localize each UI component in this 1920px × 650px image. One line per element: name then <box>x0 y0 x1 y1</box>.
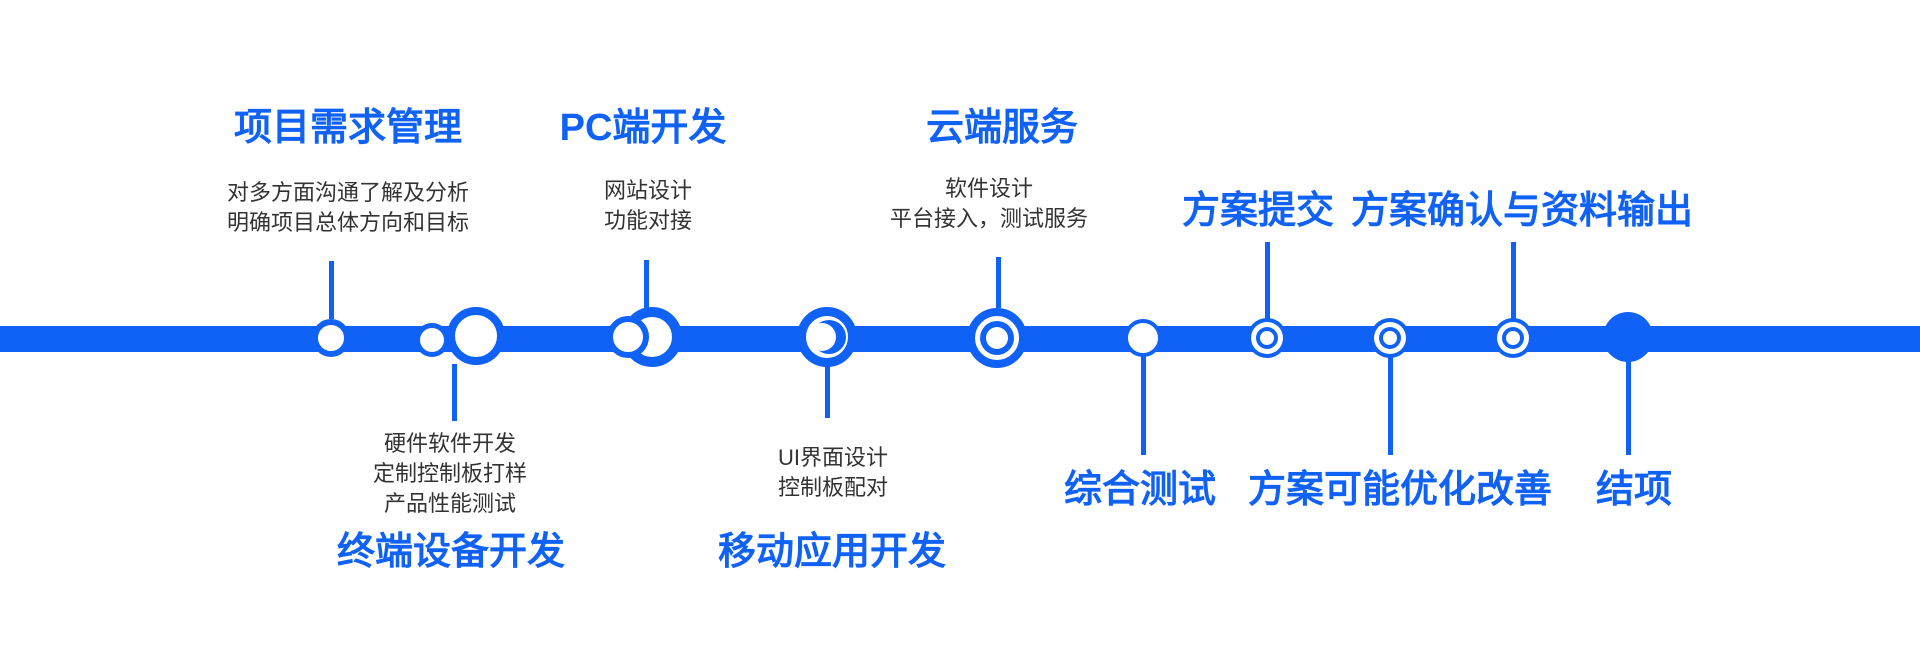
connector-cloud-services <box>996 257 1001 308</box>
subline: 平台接入，测试服务 <box>889 206 1089 231</box>
subline: UI界面设计 <box>777 445 889 470</box>
milestone-title-proposal-confirmation: 方案确认与资料输出 <box>1350 190 1694 232</box>
subline: 控制板配对 <box>777 475 889 500</box>
connector-pc-dev <box>644 260 649 308</box>
connector-terminal-device-dev <box>452 364 457 421</box>
milestone-title-proposal-optimization: 方案可能优化改善 <box>1247 469 1553 511</box>
timeline-node-proposal-optimization-center <box>1383 331 1397 345</box>
connector-project-requirements <box>329 261 334 319</box>
milestone-title-mobile-app-dev: 移动应用开发 <box>717 531 947 573</box>
milestone-title-terminal-device-dev: 终端设备开发 <box>336 531 566 573</box>
subline: 硬件软件开发 <box>383 431 517 456</box>
connector-integrated-testing <box>1141 356 1146 455</box>
timeline-node-proposal-confirmation-center <box>1506 331 1520 345</box>
timeline-node-cloud-services-center <box>986 327 1008 349</box>
milestone-sublines-terminal-device-dev: 硬件软件开发 定制控制板打样 产品性能测试 <box>373 429 527 519</box>
subline: 定制控制板打样 <box>372 461 528 486</box>
timeline-node-terminal-device-dev-big <box>447 307 505 365</box>
connector-proposal-submission <box>1265 242 1270 320</box>
timeline-node-project-closure <box>1603 312 1653 362</box>
connector-mobile-app-dev <box>825 366 830 418</box>
connector-proposal-optimization <box>1388 356 1393 455</box>
subline: 功能对接 <box>603 208 693 233</box>
connector-project-closure <box>1626 358 1631 455</box>
milestone-title-integrated-testing: 综合测试 <box>1063 469 1217 511</box>
timeline-node-proposal-submission-center <box>1260 331 1274 345</box>
milestone-title-cloud-services: 云端服务 <box>925 107 1079 149</box>
milestone-sublines-cloud-services: 软件设计 平台接入，测试服务 <box>890 174 1088 234</box>
milestone-title-pc-dev: PC端开发 <box>559 107 727 149</box>
timeline-node-integrated-testing <box>1124 319 1162 357</box>
milestone-title-project-closure: 结项 <box>1595 469 1673 511</box>
milestone-sublines-pc-dev: 网站设计 功能对接 <box>604 176 692 236</box>
timeline-node-terminal-device-dev-small <box>415 323 449 357</box>
subline: 产品性能测试 <box>383 491 517 516</box>
timeline-node-project-requirements <box>312 319 350 357</box>
milestone-title-proposal-submission: 方案提交 <box>1181 190 1335 232</box>
subline: 网站设计 <box>603 178 693 203</box>
connector-proposal-confirmation <box>1511 242 1516 320</box>
subline: 明确项目总体方向和目标 <box>226 210 470 235</box>
milestone-sublines-mobile-app-dev: UI界面设计 控制板配对 <box>778 443 888 503</box>
milestone-title-project-requirements: 项目需求管理 <box>233 107 463 149</box>
milestone-sublines-project-requirements: 对多方面沟通了解及分析 明确项目总体方向和目标 <box>227 178 469 238</box>
subline: 软件设计 <box>944 176 1034 201</box>
timeline-node-pc-dev-small <box>607 316 649 358</box>
subline: 对多方面沟通了解及分析 <box>226 180 470 205</box>
timeline-node-mobile-app-dev-center <box>808 323 836 351</box>
